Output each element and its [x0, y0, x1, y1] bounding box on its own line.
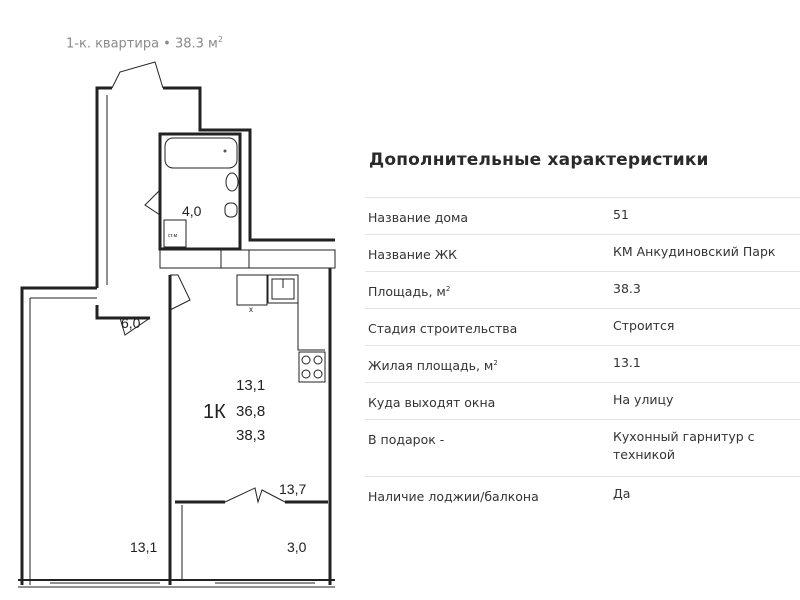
row-value: 51: [613, 207, 629, 222]
table-row: Жилая площадь, м2 13.1: [365, 345, 800, 382]
living-area: 13,1: [236, 377, 265, 394]
toilet-icon: [224, 202, 238, 218]
room-door: [119, 317, 151, 336]
cabinet-label: ст.м: [168, 233, 178, 239]
entrance-door: [111, 61, 164, 89]
row-value: КМ Анкудиновский Парк: [613, 244, 776, 259]
table-row: Стадия строительства Строится: [365, 308, 800, 345]
stove-icon: [298, 351, 326, 383]
row-value: Да: [613, 486, 631, 501]
table-row: Название ЖК КМ Анкудиновский Парк: [365, 234, 800, 271]
bathroom: [158, 132, 242, 251]
caption-text: 1-к. квартира • 38.3 м: [66, 36, 218, 52]
row-label: В подарок -: [368, 432, 445, 448]
room-wall: [20, 286, 97, 585]
washer-box: [163, 219, 187, 248]
hall-wall-right: [163, 86, 335, 242]
apartment-type: 1К: [203, 401, 226, 423]
row-value: 38.3: [613, 281, 641, 296]
sink-icon: [225, 172, 239, 192]
bathroom-area: 4,0: [182, 203, 202, 219]
fridge-label: х: [249, 305, 253, 314]
row-value: Строится: [613, 318, 675, 333]
row-label: Наличие лоджии/балкона: [368, 489, 539, 505]
kitchen-door: [169, 274, 191, 311]
table-row: В подарок - Кухонный гарнитур с техникой: [365, 419, 800, 476]
row-label: Название ЖК: [368, 247, 458, 263]
table-row: Куда выходят окна На улицу: [365, 382, 800, 419]
row-label: Жилая площадь, м2: [368, 358, 498, 374]
total-area: 38,3: [236, 427, 265, 444]
table-row: Наличие лоджии/балкона Да: [365, 476, 800, 513]
area-without-balcony: 36,8: [236, 403, 265, 420]
row-value: На улицу: [613, 392, 674, 407]
balcony-door: [224, 487, 286, 504]
row-label: Стадия строительства: [368, 321, 518, 337]
bathtub-icon: [164, 137, 238, 169]
hall-area: 6,0: [121, 315, 141, 331]
fridge-box: [236, 274, 268, 306]
row-label: Куда выходят окна: [368, 395, 496, 411]
kitchen-area: 13,7: [279, 481, 306, 497]
floor-plan: 4,0 ст.м 6,0 х 13,1 1К 36,8 38,3 13,7 13…: [18, 61, 336, 588]
details-title: Дополнительные характеристики: [369, 150, 709, 170]
row-value: Кухонный гарнитур с техникой: [613, 429, 755, 462]
bathroom-door: [144, 189, 161, 216]
row-label: Площадь, м2: [368, 284, 451, 300]
table-row: Площадь, м2 38.3: [365, 271, 800, 308]
room-area: 13,1: [130, 539, 157, 555]
caption-sup: 2: [217, 35, 223, 44]
row-value: 13.1: [613, 355, 641, 370]
table-row: Название дома 51: [365, 197, 800, 234]
balcony-area: 3,0: [287, 539, 307, 555]
details-table: Название дома 51 Название ЖК КМ Анкудиновс…: [365, 197, 800, 513]
apartment-caption: 1-к. квартира • 38.3 м2: [66, 35, 223, 51]
hall-wall: [95, 86, 112, 288]
row-label: Название дома: [368, 210, 469, 226]
